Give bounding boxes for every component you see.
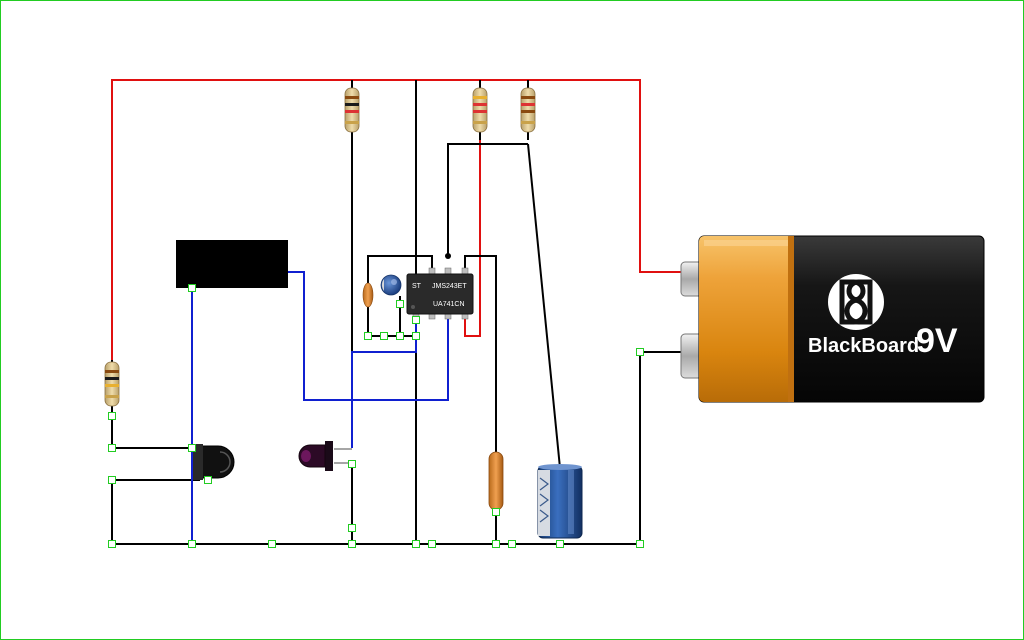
blackboard-logo-icon — [828, 274, 884, 330]
node-marker[interactable] — [268, 540, 276, 548]
r4-to-cap-wire[interactable] — [527, 143, 561, 469]
node-marker[interactable] — [348, 460, 356, 468]
node-marker[interactable] — [348, 524, 356, 532]
battery-voltage-label: 9V — [916, 322, 958, 360]
node-marker[interactable] — [412, 540, 420, 548]
battery-9v[interactable]: BlackBoard 9V — [680, 235, 985, 403]
positive-rail[interactable] — [111, 79, 700, 362]
resistor-r3[interactable] — [472, 80, 488, 140]
node-marker[interactable] — [348, 540, 356, 548]
ir-led[interactable] — [298, 441, 352, 471]
battery-brand-label: BlackBoard — [808, 335, 919, 357]
node-marker[interactable] — [636, 348, 644, 356]
resistor-r4[interactable] — [520, 80, 536, 140]
r3-r4-junction-wire[interactable] — [447, 143, 528, 256]
electrolytic-capacitor[interactable] — [537, 464, 583, 539]
ground-rail[interactable] — [112, 351, 700, 545]
node-marker[interactable] — [412, 332, 420, 340]
small-blue-capacitor[interactable] — [380, 274, 402, 296]
positive-wires — [111, 79, 700, 362]
display-module[interactable] — [176, 240, 288, 288]
opamp-top-right-wire[interactable] — [464, 255, 497, 452]
node-marker[interactable] — [108, 412, 116, 420]
opamp-part-top-label: JMS243ET — [432, 283, 467, 290]
ir-receiver[interactable] — [193, 444, 235, 480]
node-marker[interactable] — [380, 332, 388, 340]
node-marker[interactable] — [428, 540, 436, 548]
ceramic-capacitor-small[interactable] — [362, 280, 374, 310]
node-marker[interactable] — [556, 540, 564, 548]
ceramic-capacitor-large[interactable] — [488, 450, 504, 515]
node-marker[interactable] — [108, 540, 116, 548]
node-marker[interactable] — [396, 332, 404, 340]
node-marker[interactable] — [188, 444, 196, 452]
resistor-r1[interactable] — [104, 360, 120, 408]
node-marker[interactable] — [396, 300, 404, 308]
node-marker[interactable] — [188, 284, 196, 292]
node-marker[interactable] — [108, 476, 116, 484]
opamp-ic[interactable]: ST JMS243ET UA741CN — [406, 267, 474, 320]
node-marker[interactable] — [188, 540, 196, 548]
node-marker[interactable] — [508, 540, 516, 548]
node-markers — [108, 284, 644, 548]
display-to-opamp-wire[interactable] — [288, 271, 449, 401]
resistor-r2[interactable] — [344, 80, 360, 140]
node-marker[interactable] — [108, 444, 116, 452]
node-marker[interactable] — [412, 316, 420, 324]
node-marker[interactable] — [204, 476, 212, 484]
node-marker[interactable] — [492, 540, 500, 548]
node-marker[interactable] — [364, 332, 372, 340]
opamp-part-bottom-label: UA741CN — [433, 301, 465, 308]
opamp-manufacturer-label: ST — [412, 283, 422, 290]
ir-receiver-pin3-wire[interactable] — [111, 479, 200, 544]
node-marker[interactable] — [492, 508, 500, 516]
r3-to-opamp-wire[interactable] — [464, 132, 481, 337]
node-marker[interactable] — [636, 540, 644, 548]
black-wires — [111, 80, 700, 545]
